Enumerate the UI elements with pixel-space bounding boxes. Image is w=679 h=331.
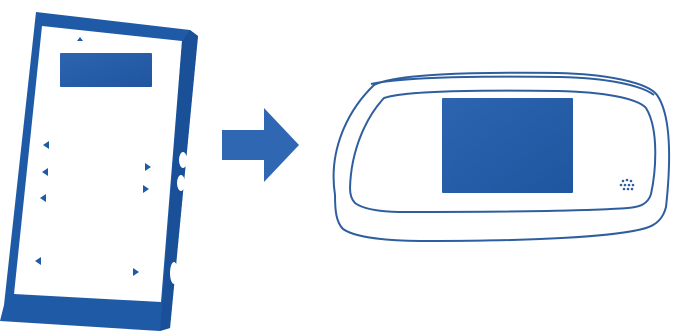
speaker-icon xyxy=(619,178,635,191)
right-button-icon-2 xyxy=(143,185,149,193)
right-button-icon-3 xyxy=(133,268,139,276)
side-port-3 xyxy=(170,262,178,284)
left-button-icon-2 xyxy=(42,168,48,176)
handheld-device-face xyxy=(14,26,182,302)
tablet-device-top-lip xyxy=(370,75,655,96)
transition-arrow-icon xyxy=(222,108,299,182)
side-port-1 xyxy=(179,152,187,168)
tablet-device xyxy=(332,71,671,243)
left-button-icon-3 xyxy=(40,194,46,202)
right-button-icon-1 xyxy=(145,163,151,171)
tablet-device-screen xyxy=(442,98,573,193)
left-button-icon-1 xyxy=(43,141,49,149)
side-port-2 xyxy=(177,175,185,191)
top-nav-arrow-icon xyxy=(77,37,83,41)
handheld-device-screen xyxy=(60,53,152,87)
left-button-icon-4 xyxy=(35,257,41,265)
handheld-device xyxy=(0,12,198,331)
